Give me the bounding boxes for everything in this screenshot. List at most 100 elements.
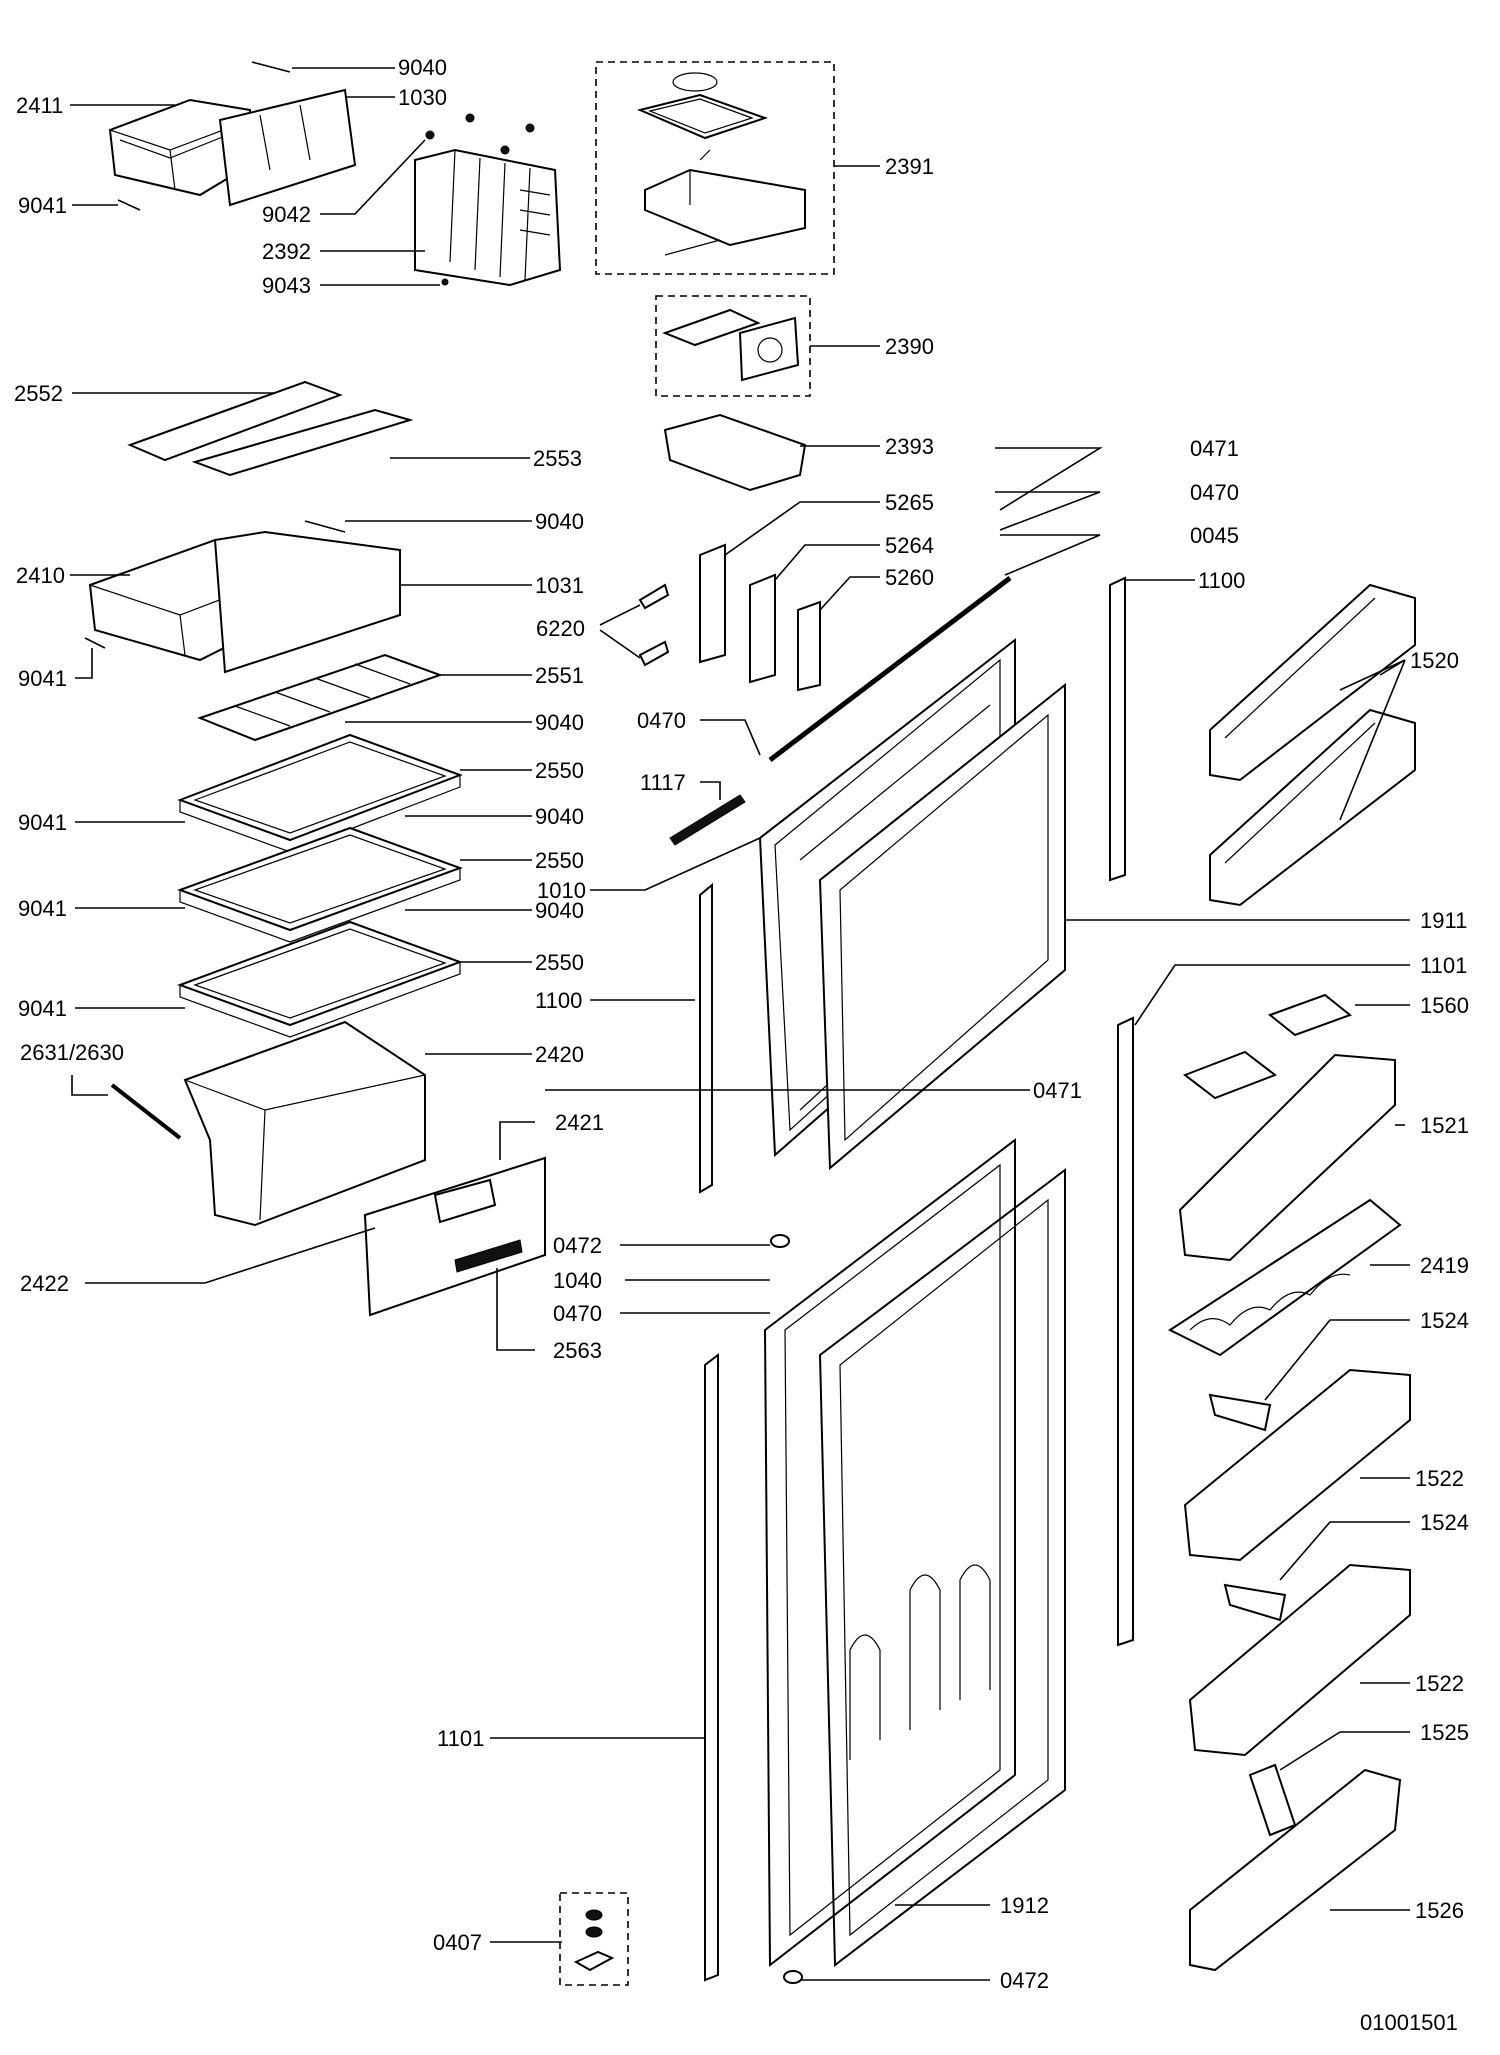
label-5264: 5264	[885, 533, 934, 558]
label-0471: 0471	[1033, 1078, 1082, 1103]
part-1525-clip	[1248, 1763, 1297, 1837]
part-1100-strip-left	[699, 882, 713, 1194]
part-6220-clip-a	[638, 583, 670, 610]
label-9042: 9042	[262, 202, 311, 227]
part-1522-door-bin-1	[1183, 1368, 1411, 1562]
label-9041: 9041	[18, 193, 67, 218]
part-5264-board	[749, 573, 776, 684]
label-1040: 1040	[553, 1268, 602, 1293]
part-1521-door-bin	[1178, 1053, 1396, 1262]
label-2550: 2550	[535, 758, 584, 783]
part-0472-bushing-top	[770, 1234, 790, 1248]
label-1560: 1560	[1420, 993, 1469, 1018]
part-1101-strip-upper	[1117, 1016, 1134, 1647]
part-1912-fridge-gasket	[818, 1167, 1066, 1967]
label-5265: 5265	[885, 490, 934, 515]
label-1525: 1525	[1420, 1720, 1469, 1745]
label-2420: 2420	[535, 1042, 584, 1067]
label-2422: 2422	[20, 1271, 69, 1296]
part-2410-freezer-drawer	[88, 530, 401, 674]
part-0045-strip	[768, 576, 1012, 762]
label-2551: 2551	[535, 663, 584, 688]
label-0472: 0472	[553, 1233, 602, 1258]
part-1040-fridge-door	[763, 1137, 1016, 1968]
label-1521: 1521	[1420, 1113, 1469, 1138]
label-2631-2630: 2631/2630	[20, 1040, 124, 1065]
label-2419: 2419	[1420, 1253, 1469, 1278]
part-1520-door-bin-2	[1209, 708, 1416, 907]
part-1100-strip-right	[1109, 576, 1126, 882]
label-2391: 2391	[885, 154, 934, 179]
label-1010: 1010	[537, 878, 586, 903]
parts-artwork	[84, 61, 1416, 1986]
label-0470: 0470	[1190, 480, 1239, 505]
label-9041: 9041	[18, 810, 67, 835]
part-1524-clip-b	[1223, 1583, 1287, 1622]
label-1100: 1100	[535, 988, 582, 1013]
part-1101-strip-lower	[704, 1352, 719, 1982]
screw-9040-mid	[304, 520, 346, 533]
part-2393-tray	[663, 413, 807, 492]
part-5260-sensor	[797, 600, 821, 692]
label-9041: 9041	[18, 996, 67, 1021]
label-1101: 1101	[1420, 953, 1467, 978]
part-1560-egg-trays	[1182, 993, 1353, 1100]
label-9041: 9041	[18, 896, 67, 921]
part-2550-glass-shelf-2	[177, 826, 463, 943]
label-2390: 2390	[885, 334, 934, 359]
label-2411: 2411	[16, 93, 63, 118]
label-9040: 9040	[535, 898, 584, 923]
label-2393: 2393	[885, 434, 934, 459]
label-2563: 2563	[553, 1338, 602, 1363]
part-2390-ice-maker	[662, 308, 800, 382]
label-0472: 0472	[1000, 1968, 1049, 1993]
label-6220: 6220	[536, 616, 585, 641]
part-2421-crisper-front	[363, 1156, 546, 1317]
label-1912: 1912	[1000, 1893, 1049, 1918]
label-1117: 1117	[640, 770, 686, 795]
screw-9041-mid	[84, 637, 106, 649]
label-9040: 9040	[535, 710, 584, 735]
label-2550: 2550	[535, 848, 584, 873]
label-1526: 1526	[1415, 1898, 1464, 1923]
label-9040: 9040	[535, 509, 584, 534]
label-0470: 0470	[553, 1301, 602, 1326]
part-1526-door-bin	[1189, 1768, 1402, 1972]
part-2553-cover	[191, 408, 414, 477]
label-2553: 2553	[533, 446, 582, 471]
label-1520: 1520	[1410, 648, 1459, 673]
label-9040: 9040	[398, 55, 447, 80]
part-labels: 9040 2411 1030 9041 9042 2392 9043 2391 …	[14, 55, 1469, 1993]
part-2419-bottle-rack	[1167, 1198, 1402, 1357]
label-1100: 1100	[1198, 568, 1245, 593]
label-1911: 1911	[1420, 908, 1467, 933]
part-2391-ice-tray	[636, 72, 806, 256]
label-0407: 0407	[433, 1930, 482, 1955]
label-1524: 1524	[1420, 1510, 1469, 1535]
label-2410: 2410	[16, 563, 65, 588]
part-1030-divider	[218, 88, 357, 207]
label-1522: 1522	[1415, 1671, 1464, 1696]
label-0045: 0045	[1190, 523, 1239, 548]
part-1911-freezer-gasket	[818, 682, 1066, 1171]
screw-9041-top	[117, 199, 141, 211]
label-1522: 1522	[1415, 1466, 1464, 1491]
leader-lines	[70, 67, 1410, 1981]
label-0471: 0471	[1190, 436, 1239, 461]
part-6220-clip-b	[638, 640, 670, 667]
part-1522-door-bin-2	[1188, 1563, 1411, 1757]
part-2552-cover	[127, 380, 343, 462]
label-2552: 2552	[14, 381, 63, 406]
part-1520-door-bin-1	[1209, 583, 1416, 782]
label-2421: 2421	[555, 1110, 604, 1135]
label-1101: 1101	[437, 1726, 484, 1751]
label-2550: 2550	[535, 950, 584, 975]
part-2420-crisper	[183, 1020, 426, 1227]
part-1117-hinge	[669, 794, 746, 846]
part-0407-caps	[573, 1909, 615, 1972]
part-2550-glass-shelf-3	[177, 920, 463, 1038]
label-2392: 2392	[262, 239, 311, 264]
assembly-box-0407	[559, 1892, 629, 1986]
part-2550-glass-shelf-1	[177, 733, 463, 853]
part-2631-rail	[110, 1083, 182, 1140]
